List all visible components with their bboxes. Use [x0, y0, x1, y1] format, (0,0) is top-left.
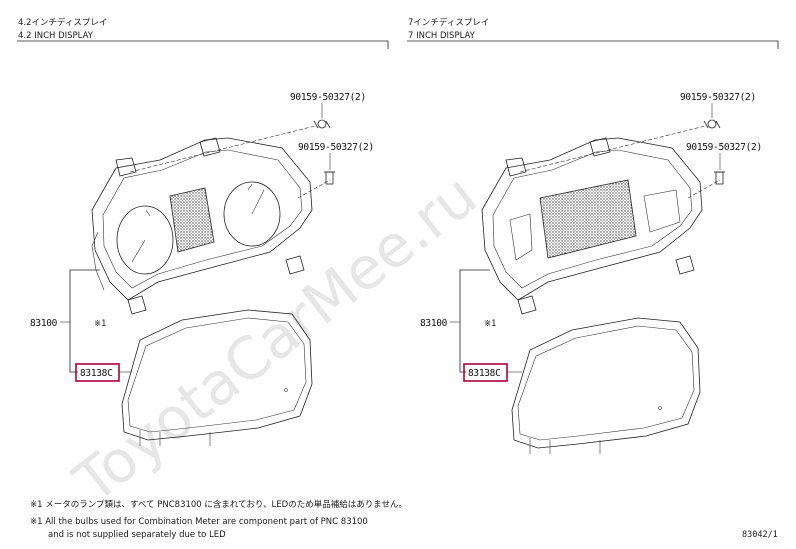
footnote-en-line2: and is not supplied separately due to LE…: [48, 530, 226, 540]
panel-right-title-en: 7 INCH DISPLAY: [408, 31, 476, 41]
watermark-text: ToyotaCarMee.ru: [61, 161, 489, 517]
callout-bolt-right: 90159-50327(2): [298, 142, 374, 153]
panel-left: 4.2インチディスプレイ 4.2 INCH DISPLAY: [17, 17, 389, 446]
bolt-right-icon: [714, 171, 725, 185]
panel-left-title-en: 4.2 INCH DISPLAY: [18, 31, 94, 41]
callout-meter-assy: 83100: [420, 318, 448, 329]
callout-glass[interactable]: 83138C: [80, 368, 113, 379]
panel-right: 7インチディスプレイ 7 INCH DISPLAY 90159-50327(2)…: [407, 17, 779, 454]
callout-bolt-right: 90159-50327(2): [686, 142, 762, 153]
callout-note-mark: ※1: [484, 319, 496, 329]
panel-right-title-jp: 7インチディスプレイ: [408, 17, 489, 28]
display-7-inch: [539, 179, 637, 259]
meter-assembly-7: [481, 137, 703, 315]
callout-glass-box[interactable]: [463, 363, 508, 382]
footnote-en-line1: ※1 All the bulbs used for Combination Me…: [30, 517, 368, 527]
footnote-jp: ※1 メータのランプ類は、すべて PNC83100 に含まれており、LEDのため…: [30, 499, 407, 510]
callout-bolt-top: 90159-50327(2): [290, 92, 366, 103]
bolt-top-icon: [313, 119, 331, 129]
meter-assembly-42: [91, 137, 313, 315]
callout-glass[interactable]: 83138C: [468, 368, 501, 379]
callout-note-mark: ※1: [94, 319, 106, 329]
panel-left-title-jp: 4.2インチディスプレイ: [18, 17, 107, 28]
bolt-top-icon: [703, 119, 721, 129]
callout-meter-assy: 83100: [30, 318, 58, 329]
page-code: 83042/1: [742, 530, 778, 540]
meter-glass-7: [511, 317, 701, 454]
callout-glass-box[interactable]: [75, 363, 120, 382]
bolt-right-icon: [324, 171, 335, 185]
meter-glass-42: [121, 309, 313, 446]
panel-right-bracket: [407, 40, 779, 49]
callout-bolt-top: 90159-50327(2): [680, 92, 756, 103]
panel-left-bracket: [17, 40, 389, 49]
display-42-inch: [169, 187, 215, 253]
